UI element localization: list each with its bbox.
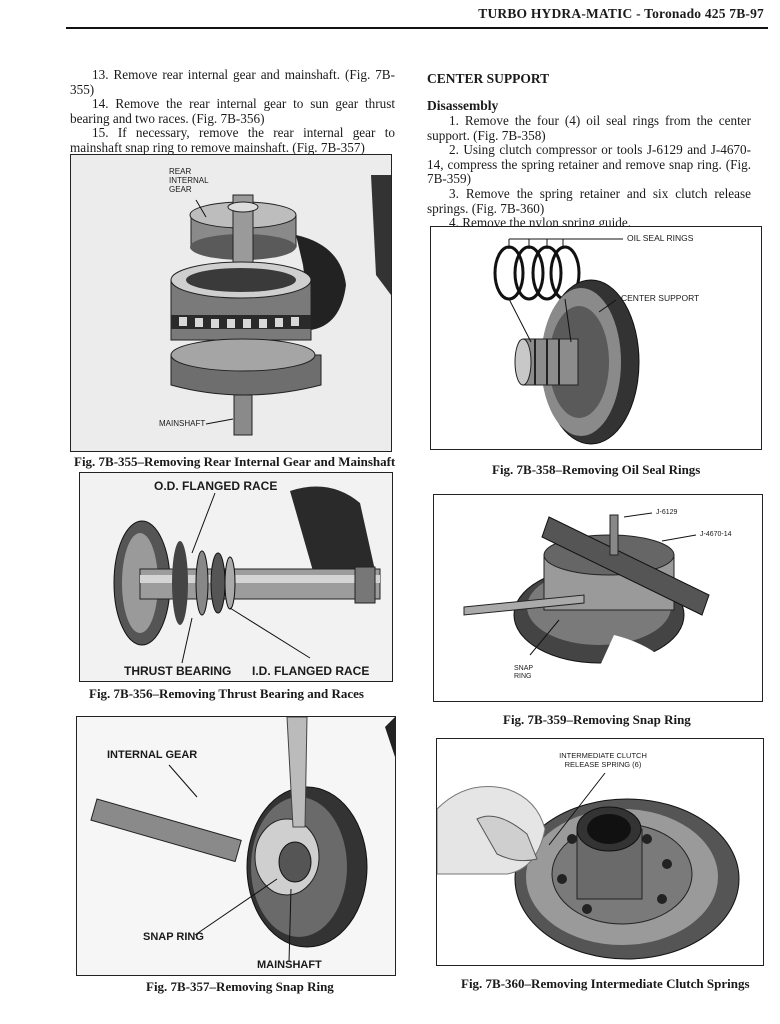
step-3: 3. Remove the spring retainer and six cl… [427,185,751,216]
header-rule [66,27,768,29]
figure-7b-359: J-6129 J-4670-14 SNAP RING [433,494,763,702]
figure-7b-355: REAR INTERNAL GEAR MAINSHAFT [70,154,392,452]
label-snap-ring-359: SNAP RING [514,665,534,680]
figure-7b-360: INTERMEDIATE CLUTCH RELEASE SPRING (6) [436,738,764,966]
caption-7b-355: Fig. 7B-355–Removing Rear Internal Gear … [74,454,396,469]
label-j-4670-14: J-4670-14 [700,531,732,538]
label-mainshaft-357: MAINSHAFT [257,959,322,971]
figure-7b-358: OIL SEAL RINGS CENTER SUPPORT [430,226,762,450]
caption-7b-357: Fig. 7B-357–Removing Snap Ring [146,979,334,994]
oil-seal-rings-photo [431,227,761,449]
label-center-support: CENTER SUPPORT [621,293,700,303]
snap-ring-mainshaft-photo [77,717,395,975]
label-j-6129: J-6129 [656,509,678,516]
label-internal-gear: INTERNAL GEAR [107,749,198,761]
caption-7b-360: Fig. 7B-360–Removing Intermediate Clutch… [461,976,750,991]
label-mainshaft: MAINSHAFT [159,419,206,428]
clutch-springs-photo [437,739,763,965]
figure-7b-357: INTERNAL GEAR SNAP RING MAINSHAFT [76,716,396,976]
label-od-flanged-race: O.D. FLANGED RACE [154,479,278,493]
right-text-block: 1. Remove the four (4) oil seal rings fr… [427,113,751,231]
caption-7b-358: Fig. 7B-358–Removing Oil Seal Rings [492,462,701,477]
page-header: TURBO HYDRA-MATIC - Toronado 425 7B-97 [478,6,764,21]
subsection-title: Disassembly [427,98,499,113]
caption-7b-356: Fig. 7B-356–Removing Thrust Bearing and … [89,686,364,701]
step-14: 14. Remove the rear internal gear to sun… [70,96,395,126]
thrust-bearing-photo [80,473,392,681]
snap-ring-compressor-photo [434,495,762,701]
step-13: 13. Remove rear internal gear and mainsh… [70,67,395,97]
step-15: 15. If necessary, remove the rear intern… [70,125,395,155]
label-thrust-bearing: THRUST BEARING [124,664,232,678]
label-id-flanged-race: I.D. FLANGED RACE [252,664,370,678]
step-2: 2. Using clutch compressor or tools J-61… [427,142,751,187]
caption-7b-359: Fig. 7B-359–Removing Snap Ring [503,712,691,727]
label-oil-seal-rings: OIL SEAL RINGS [627,233,694,243]
rear-internal-gear-photo [71,155,391,451]
section-title: CENTER SUPPORT [427,71,550,86]
label-intermediate-clutch-spring: INTERMEDIATE CLUTCH RELEASE SPRING (6) [559,751,647,769]
left-text-block: 13. Remove rear internal gear and mainsh… [70,67,395,156]
step-1: 1. Remove the four (4) oil seal rings fr… [427,113,751,143]
figure-7b-356: O.D. FLANGED RACE THRUST BEARING I.D. FL… [79,472,393,682]
label-snap-ring: SNAP RING [143,931,204,943]
label-rear-internal-gear: REAR INTERNAL GEAR [169,167,209,194]
